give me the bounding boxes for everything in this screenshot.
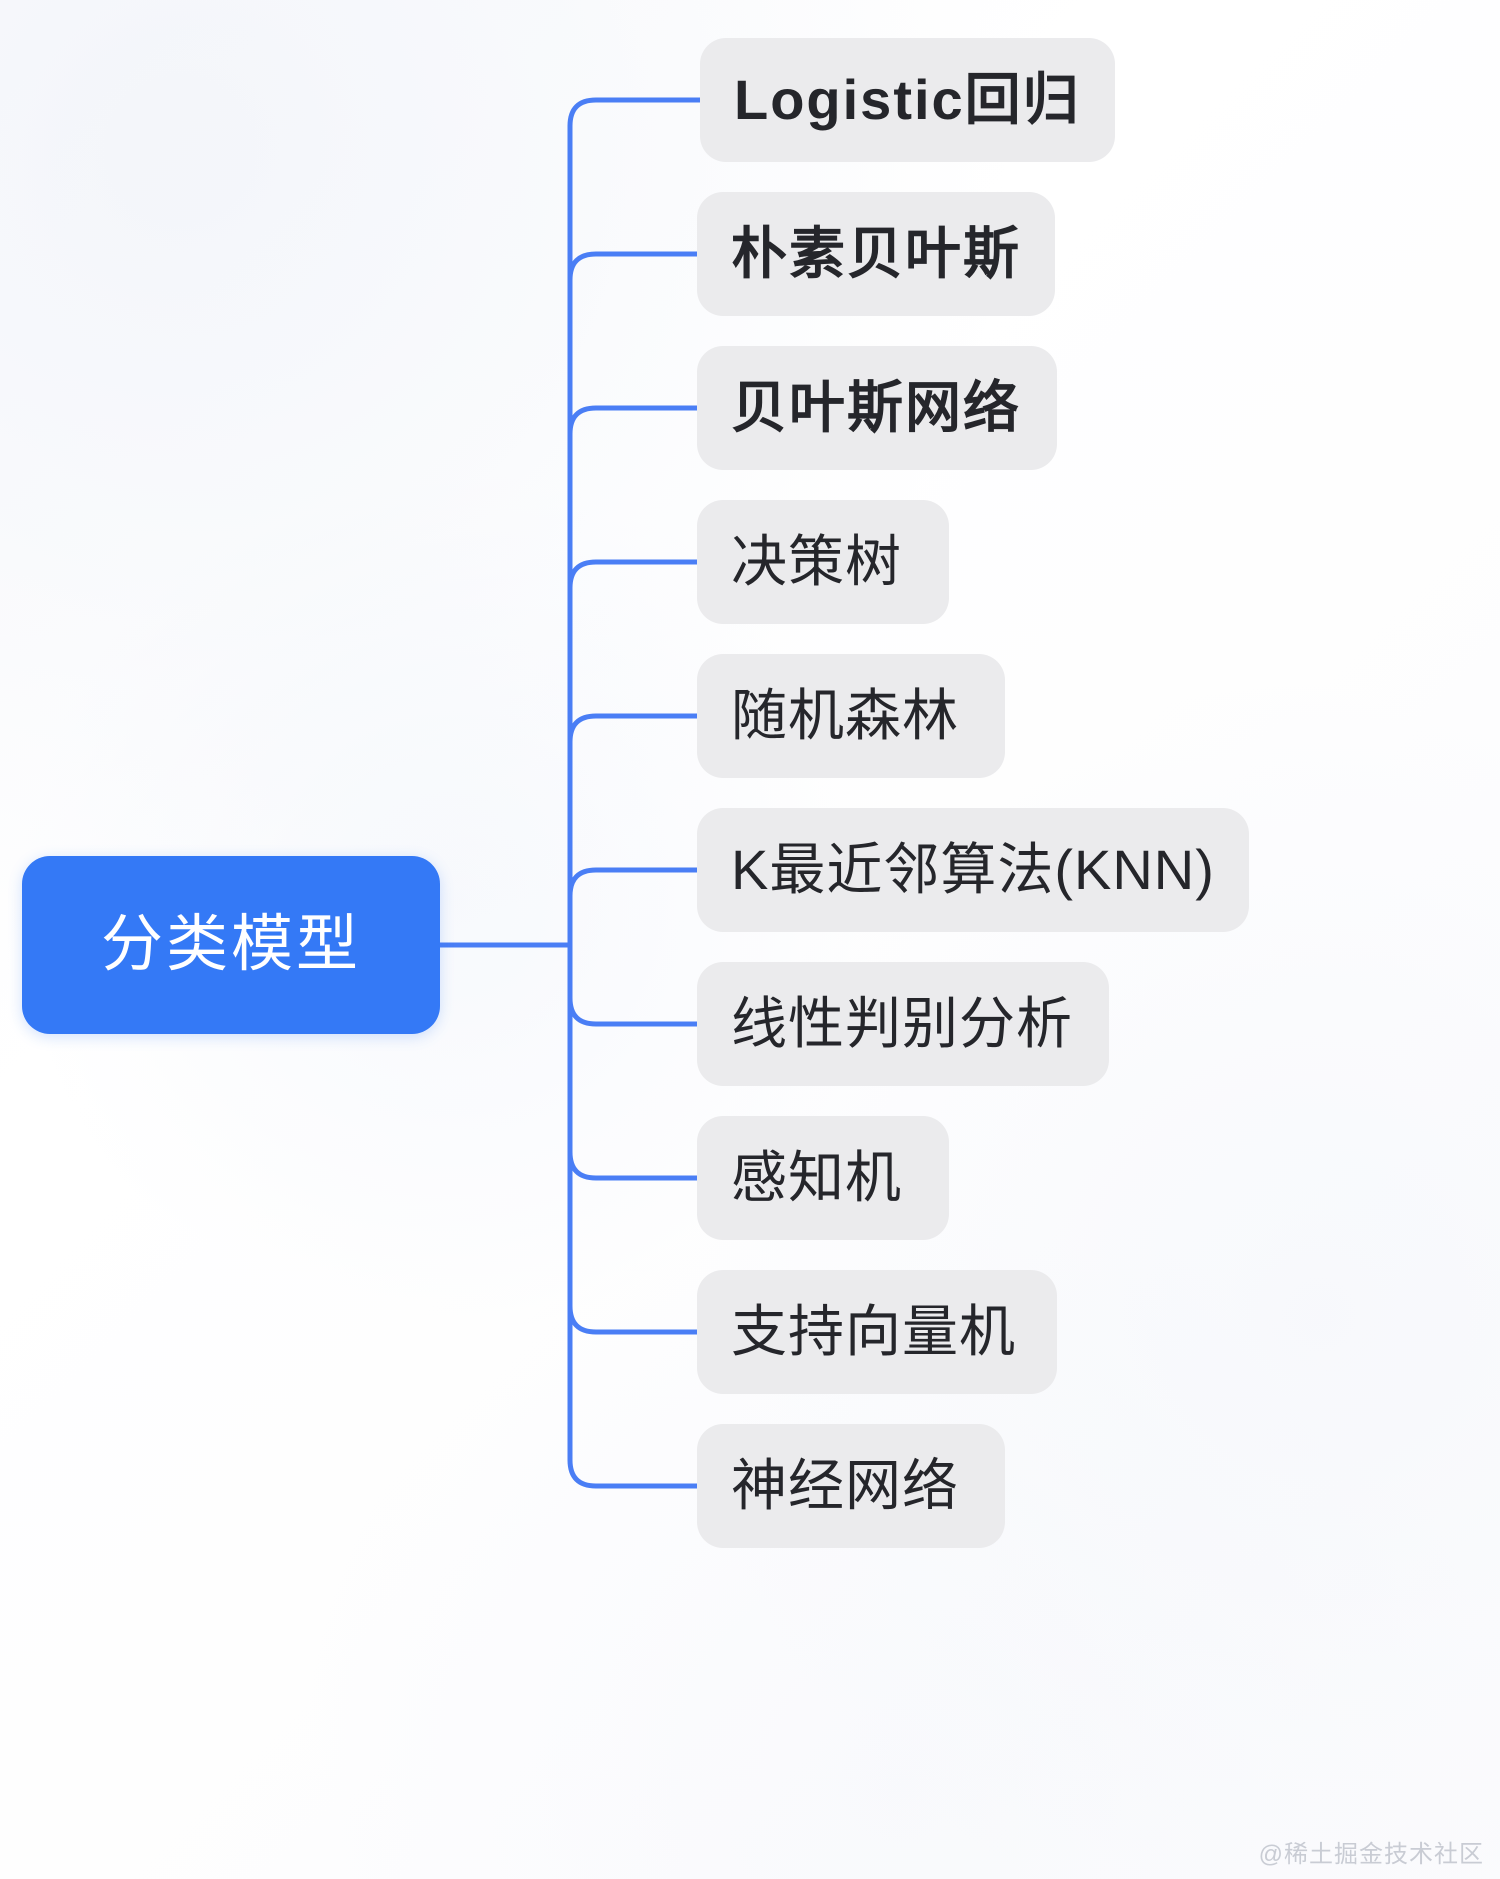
- branch-line-6: [567, 995, 700, 1027]
- root-node-label: 分类模型: [100, 910, 361, 979]
- child-node[interactable]: 感知机: [697, 1116, 949, 1240]
- child-node-label: 朴素贝叶斯: [731, 222, 1021, 285]
- branch-line-3: [567, 559, 700, 591]
- child-node-label: 神经网络: [731, 1454, 959, 1517]
- child-node[interactable]: 神经网络: [697, 1424, 1005, 1548]
- child-node[interactable]: 支持向量机: [697, 1270, 1057, 1394]
- child-node-label: K最近邻算法(KNN): [731, 838, 1215, 901]
- branch-line-9: [567, 1457, 700, 1489]
- child-node[interactable]: K最近邻算法(KNN): [697, 808, 1249, 932]
- child-node-label: 贝叶斯网络: [731, 376, 1021, 439]
- child-node-label: 支持向量机: [731, 1300, 1016, 1363]
- child-node[interactable]: 朴素贝叶斯: [697, 192, 1055, 316]
- child-node-label: 线性判别分析: [731, 992, 1073, 1055]
- branch-line-1: [567, 251, 700, 283]
- branch-line-8: [567, 1303, 700, 1335]
- child-node-label: Logistic回归: [734, 68, 1081, 131]
- child-node[interactable]: 决策树: [697, 500, 949, 624]
- branch-line-4: [567, 713, 700, 745]
- branch-line-2: [567, 405, 700, 437]
- child-node-label: 决策树: [731, 530, 902, 593]
- child-node[interactable]: Logistic回归: [700, 38, 1115, 162]
- branch-line-7: [567, 1149, 700, 1181]
- child-node[interactable]: 线性判别分析: [697, 962, 1109, 1086]
- child-node-label: 感知机: [731, 1146, 902, 1209]
- child-node[interactable]: 贝叶斯网络: [697, 346, 1057, 470]
- branch-line-0: [567, 97, 703, 129]
- root-node[interactable]: 分类模型: [22, 856, 440, 1034]
- watermark: @稀土掘金技术社区: [1258, 1841, 1484, 1868]
- branch-line-5: [567, 867, 700, 899]
- child-node[interactable]: 随机森林: [697, 654, 1005, 778]
- child-node-label: 随机森林: [731, 684, 959, 747]
